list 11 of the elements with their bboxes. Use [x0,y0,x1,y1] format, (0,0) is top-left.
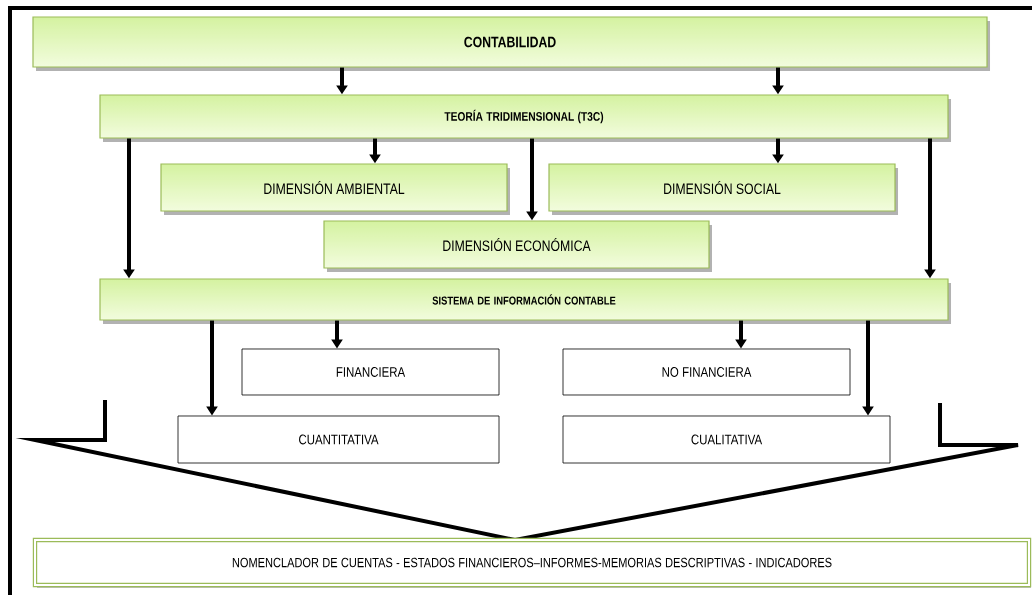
output-box: NOMENCLADOR DE CUENTAS - ESTADOS FINANCIEROS–INFORMES-MEMORIAS DESCRIPTIVAS - INDICADORES [32,537,1032,588]
process-box: TEORÍA TRIDIMENSIONAL (T3C) [99,94,951,142]
category-box: NO FINANCIERA [562,348,851,396]
category-box: CUANTITATIVA [177,415,500,464]
process-box: DIMENSIÓN ECONÓMICA [323,220,712,272]
process-box: CONTABILIDAD [32,16,990,71]
category-box: FINANCIERA [241,348,500,396]
process-box: DIMENSIÓN AMBIENTAL [160,163,510,215]
process-box: DIMENSIÓN SOCIAL [548,163,898,215]
category-box: CUALITATIVA [562,415,891,464]
process-box: SISTEMA DE INFORMACIÓN CONTABLE [99,278,951,324]
